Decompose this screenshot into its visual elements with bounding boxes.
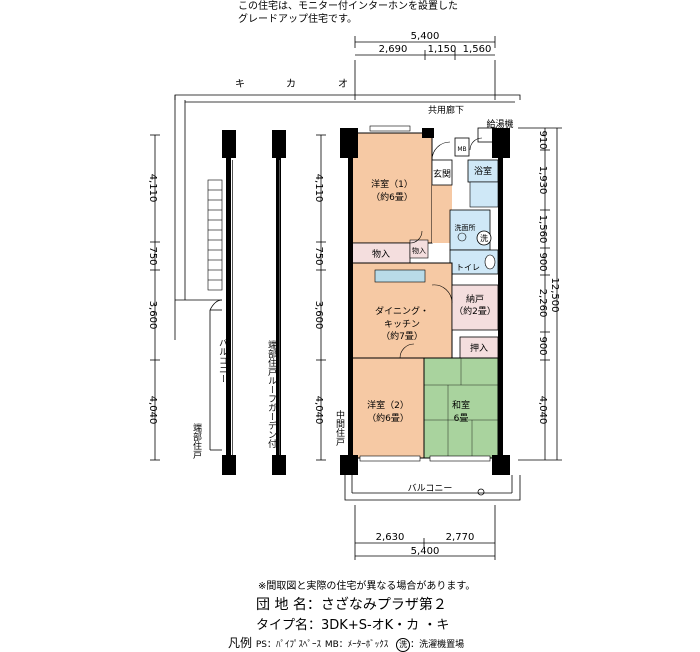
label-western-room-2-size: （約6畳） (367, 412, 409, 424)
type-name-label: タイプ名： (256, 618, 322, 633)
grid-label-o: オ (338, 78, 348, 90)
dim-left-3: 3,600 (147, 301, 158, 330)
label-kitchen: キッチン (384, 319, 420, 330)
disclaimer: ※間取図と実際の住宅が異なる場合があります。 (258, 581, 476, 592)
dimension-top (354, 36, 496, 100)
label-western-room-2: 洋室（2） (367, 399, 409, 411)
label-western-room-1: 洋室（1） (371, 178, 413, 190)
left-end-unit (222, 130, 286, 475)
dim-left-4: 4,040 (147, 396, 158, 425)
label-middle-unit: 中間住戸 (334, 409, 345, 447)
dim-top-total: 5,400 (411, 31, 440, 42)
label-end-unit: 端部住戸 (191, 422, 202, 460)
header-note: この住宅は、モニター付インターホンを設置した グレードアップ住宅です。 (238, 0, 458, 26)
dim-left-2: 750 (147, 246, 158, 265)
label-roof-garden: 端部住戸ルーフガーデン付 (266, 339, 277, 449)
dim-bottom-total: 5,400 (411, 546, 440, 557)
label-western-room-1-size: （約6畳） (371, 191, 413, 203)
label-washitsu-size: 6畳 (454, 413, 469, 424)
stairs (207, 179, 223, 291)
label-oshiire: 押入 (470, 342, 488, 354)
label-mb: MB (457, 146, 466, 153)
bottom-balcony (344, 475, 521, 501)
dim-bottom-part-2: 2,770 (446, 532, 475, 543)
dim-right-7: 4,040 (537, 396, 548, 425)
dim-right-3: 1,560 (537, 215, 548, 244)
grid-label-ki: キ (235, 79, 245, 90)
header-note-line-2: グレードアップ住宅です。 (238, 14, 357, 25)
label-left-balcony: バルコニー (217, 338, 228, 383)
dim-top-part-1: 2,690 (379, 44, 408, 55)
dim-right-total: 12,500 (549, 278, 560, 313)
complex-name-value: さざなみプラザ第２ (320, 597, 447, 613)
dimension-right (518, 127, 562, 461)
label-common-corridor: 共用廊下 (428, 104, 464, 116)
legend: 凡例 PS：ﾊﾟｲﾌﾟｽﾍﾟｰｽ MB：ﾒｰﾀｰﾎﾞｯｸｽ 洗：洗濯機置場 (228, 634, 464, 652)
type-name-value: 3DK+S-オK・カ ・キ (321, 618, 450, 633)
label-storage-small: 物入 (412, 246, 426, 255)
dim-top-part-3: 1,560 (463, 44, 492, 55)
complex-name-row: 団 地 名：さざなみプラザ第２ (256, 594, 447, 614)
label-washroom: 洗面所 (455, 223, 476, 232)
label-balcony-bottom: バルコニー (408, 483, 453, 494)
dim-right-1: 910 (537, 130, 548, 149)
dim-top-part-2: 1,150 (428, 44, 457, 55)
label-water-heater: 給湯機 (486, 118, 513, 130)
dim-mid-1: 4,110 (313, 174, 324, 203)
left-balcony-outline (175, 299, 223, 451)
dim-bottom-part-1: 2,630 (376, 532, 405, 543)
dim-mid-4: 4,040 (313, 396, 324, 425)
label-dining: ダイニング・ (375, 305, 429, 317)
legend-wash-text: ：洗濯機置場 (410, 640, 465, 650)
label-wash-mark: 洗 (480, 233, 488, 243)
label-toilet: トイレ (456, 263, 480, 272)
dim-right-5: 2,260 (537, 289, 548, 318)
label-nando: 納戸 (466, 293, 484, 305)
dimension-bottom (354, 505, 496, 560)
legend-mb: MB：ﾒｰﾀｰﾎﾞｯｸｽ (324, 640, 389, 650)
dimension-left (150, 134, 160, 461)
dimension-middle (316, 134, 326, 461)
grid-label-ka: カ (286, 78, 296, 90)
dim-mid-2: 750 (313, 246, 324, 265)
label-washitsu: 和室 (452, 399, 470, 411)
dim-right-2: 1,930 (537, 166, 548, 195)
dim-right-6: 900 (537, 336, 548, 355)
dim-left-1: 4,110 (147, 174, 158, 203)
header-note-line-1: この住宅は、モニター付インターホンを設置した (238, 1, 458, 12)
corridor-outline (174, 94, 521, 340)
complex-name-label: 団 地 名： (256, 597, 321, 613)
legend-label: 凡例 (228, 636, 253, 650)
type-name-row: タイプ名：3DK+S-オK・カ ・キ (256, 614, 449, 633)
label-bath: 浴室 (474, 165, 492, 177)
label-entrance: 玄関 (433, 168, 451, 180)
label-dining-size: （約7畳） (381, 330, 423, 342)
dim-mid-3: 3,600 (313, 301, 324, 330)
floor-plan: 5,400 2,690 1,150 1,560 キ カ オ 共用廊下 (147, 31, 562, 560)
legend-ps: PS：ﾊﾟｲﾌﾟｽﾍﾟｰｽ (255, 640, 321, 650)
dim-right-4: 900 (537, 252, 548, 271)
label-nando-size: （約2畳） (454, 305, 496, 317)
main-unit (340, 125, 510, 475)
label-storage: 物入 (372, 248, 390, 260)
